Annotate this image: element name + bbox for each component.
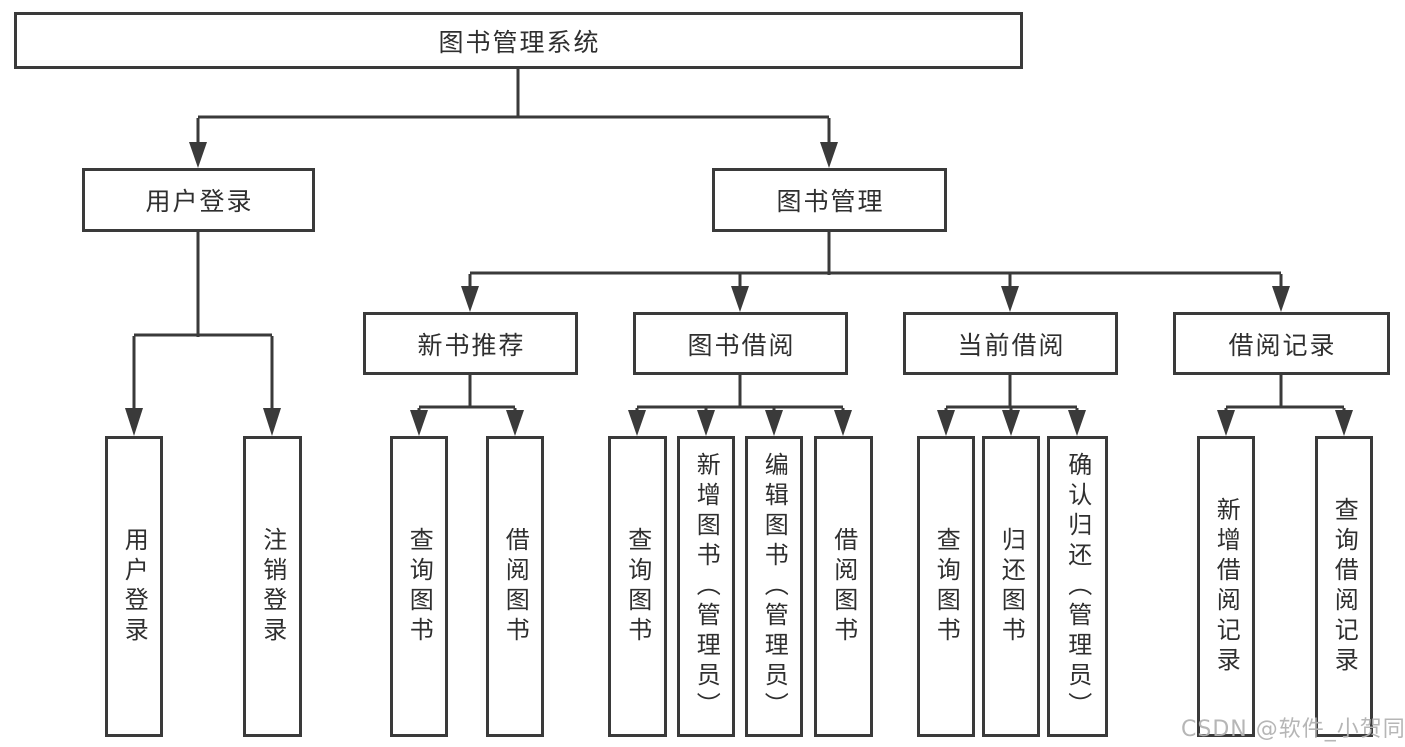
node-label: 新增借阅记录 [1212,496,1241,677]
leaf-logout: 注销登录 [243,436,302,737]
node-label: 归还图书 [997,526,1026,647]
node-user-login: 用户登录 [82,168,315,232]
node-label: 用户登录 [120,526,149,647]
leaf-return-book: 归还图书 [982,436,1040,737]
node-borrow-records: 借阅记录 [1173,312,1390,375]
node-label: 借阅图书 [501,526,530,647]
node-label: 确认归还（管理员） [1063,451,1092,722]
connector-book-management-to-level3 [461,232,1290,312]
node-label: 查询图书 [405,526,434,647]
csdn-watermark: CSDN @软件_小贺同学 [1181,717,1405,742]
node-label: 新书推荐 [417,330,526,360]
leaf-confirm-return-admin: 确认归还（管理员） [1047,436,1108,737]
leaf-borrow-books: 借阅图书 [814,436,873,737]
connector-user-login-to-leaves [125,232,281,436]
leaf-query-books-borrow: 查询图书 [608,436,667,737]
leaf-add-borrow-record: 新增借阅记录 [1197,436,1255,737]
node-label: 查询图书 [932,526,961,647]
node-label: 查询图书 [623,526,652,647]
leaf-borrow-books-recommend: 借阅图书 [486,436,544,737]
leaf-query-borrow-record: 查询借阅记录 [1315,436,1373,737]
connector-new-book-to-leaves [410,375,524,436]
leaf-query-books-current: 查询图书 [917,436,975,737]
node-label: 编辑图书（管理员） [760,451,789,722]
node-label: 新增图书（管理员） [692,451,721,722]
node-label: 注销登录 [258,526,287,647]
node-book-borrow: 图书借阅 [633,312,848,375]
connector-current-borrow-to-leaves [937,375,1086,436]
node-label: 查询借阅记录 [1330,496,1359,677]
node-current-borrow: 当前借阅 [903,312,1118,375]
leaf-user-login: 用户登录 [105,436,163,737]
node-library-management-system: 图书管理系统 [14,12,1023,69]
node-new-book-recommend: 新书推荐 [363,312,578,375]
node-label: 用户登录 [145,187,254,216]
node-label: 图书借阅 [687,330,796,360]
connector-borrow-record-to-leaves [1217,375,1353,436]
node-label: 图书管理 [776,187,885,216]
leaf-add-book-admin: 新增图书（管理员） [677,436,735,737]
node-label: 借阅图书 [829,526,858,647]
node-label: 当前借阅 [957,330,1066,360]
connector-root-to-level2 [189,68,838,168]
node-label: 借阅记录 [1228,330,1337,360]
node-book-management: 图书管理 [712,168,947,232]
leaf-edit-book-admin: 编辑图书（管理员） [745,436,803,737]
connector-book-borrow-to-leaves [628,375,852,436]
leaf-query-books-recommend: 查询图书 [390,436,448,737]
node-label: 图书管理系统 [438,27,601,57]
